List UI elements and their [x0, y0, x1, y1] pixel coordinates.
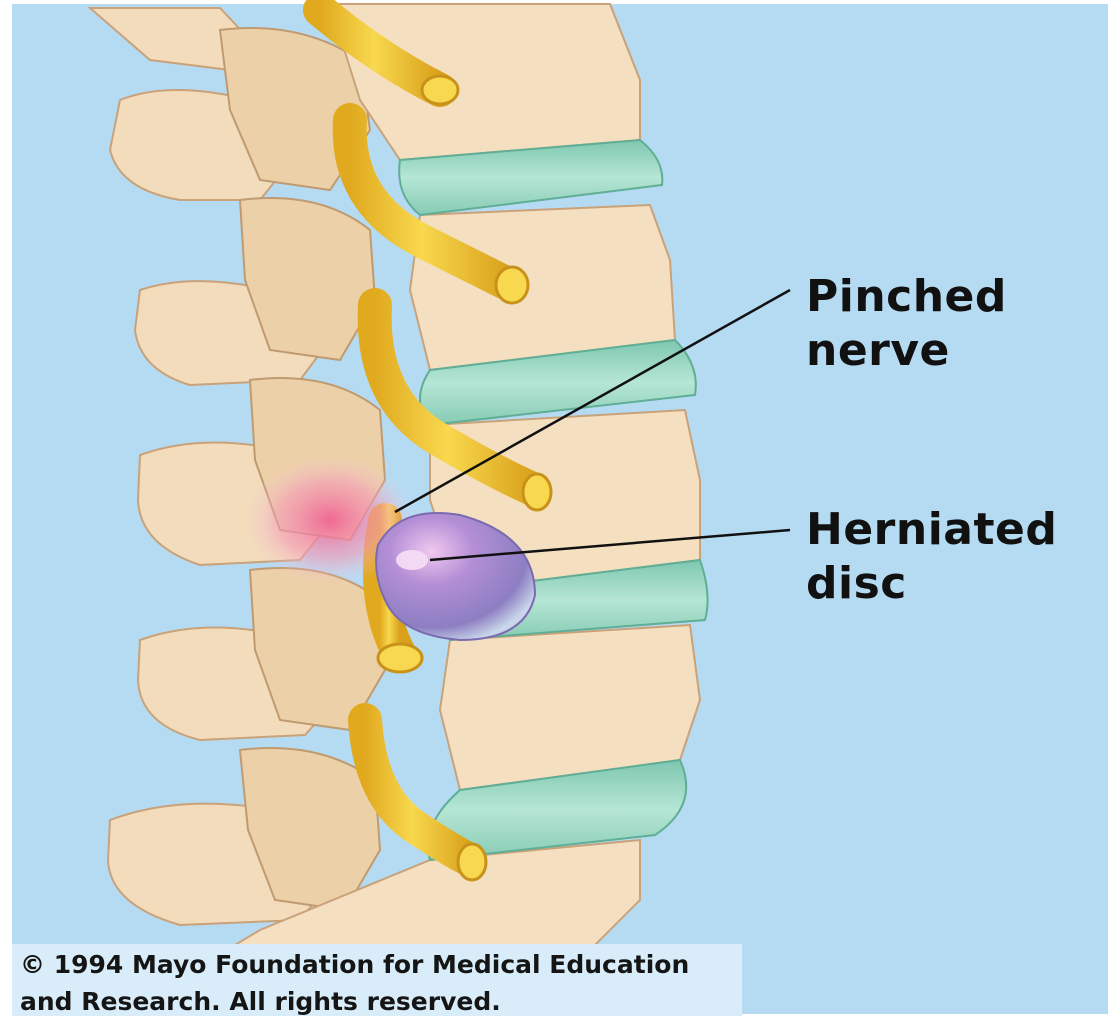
herniated-disc-label-line2: disc [806, 557, 1057, 611]
copyright-notice: © 1994 Mayo Foundation for Medical Educa… [12, 944, 742, 1016]
herniation-highlight [396, 550, 428, 570]
herniated-disc-label-line1: Herniated [806, 503, 1057, 557]
herniated-disc-label: Herniated disc [806, 503, 1057, 611]
pinched-nerve-label-line1: Pinched [806, 270, 1007, 324]
copyright-line2: and Research. All rights reserved. [12, 981, 742, 1018]
pinched-nerve-label-line2: nerve [806, 324, 1007, 378]
copyright-line1: © 1994 Mayo Foundation for Medical Educa… [12, 944, 742, 981]
pinched-nerve-label: Pinched nerve [806, 270, 1007, 378]
